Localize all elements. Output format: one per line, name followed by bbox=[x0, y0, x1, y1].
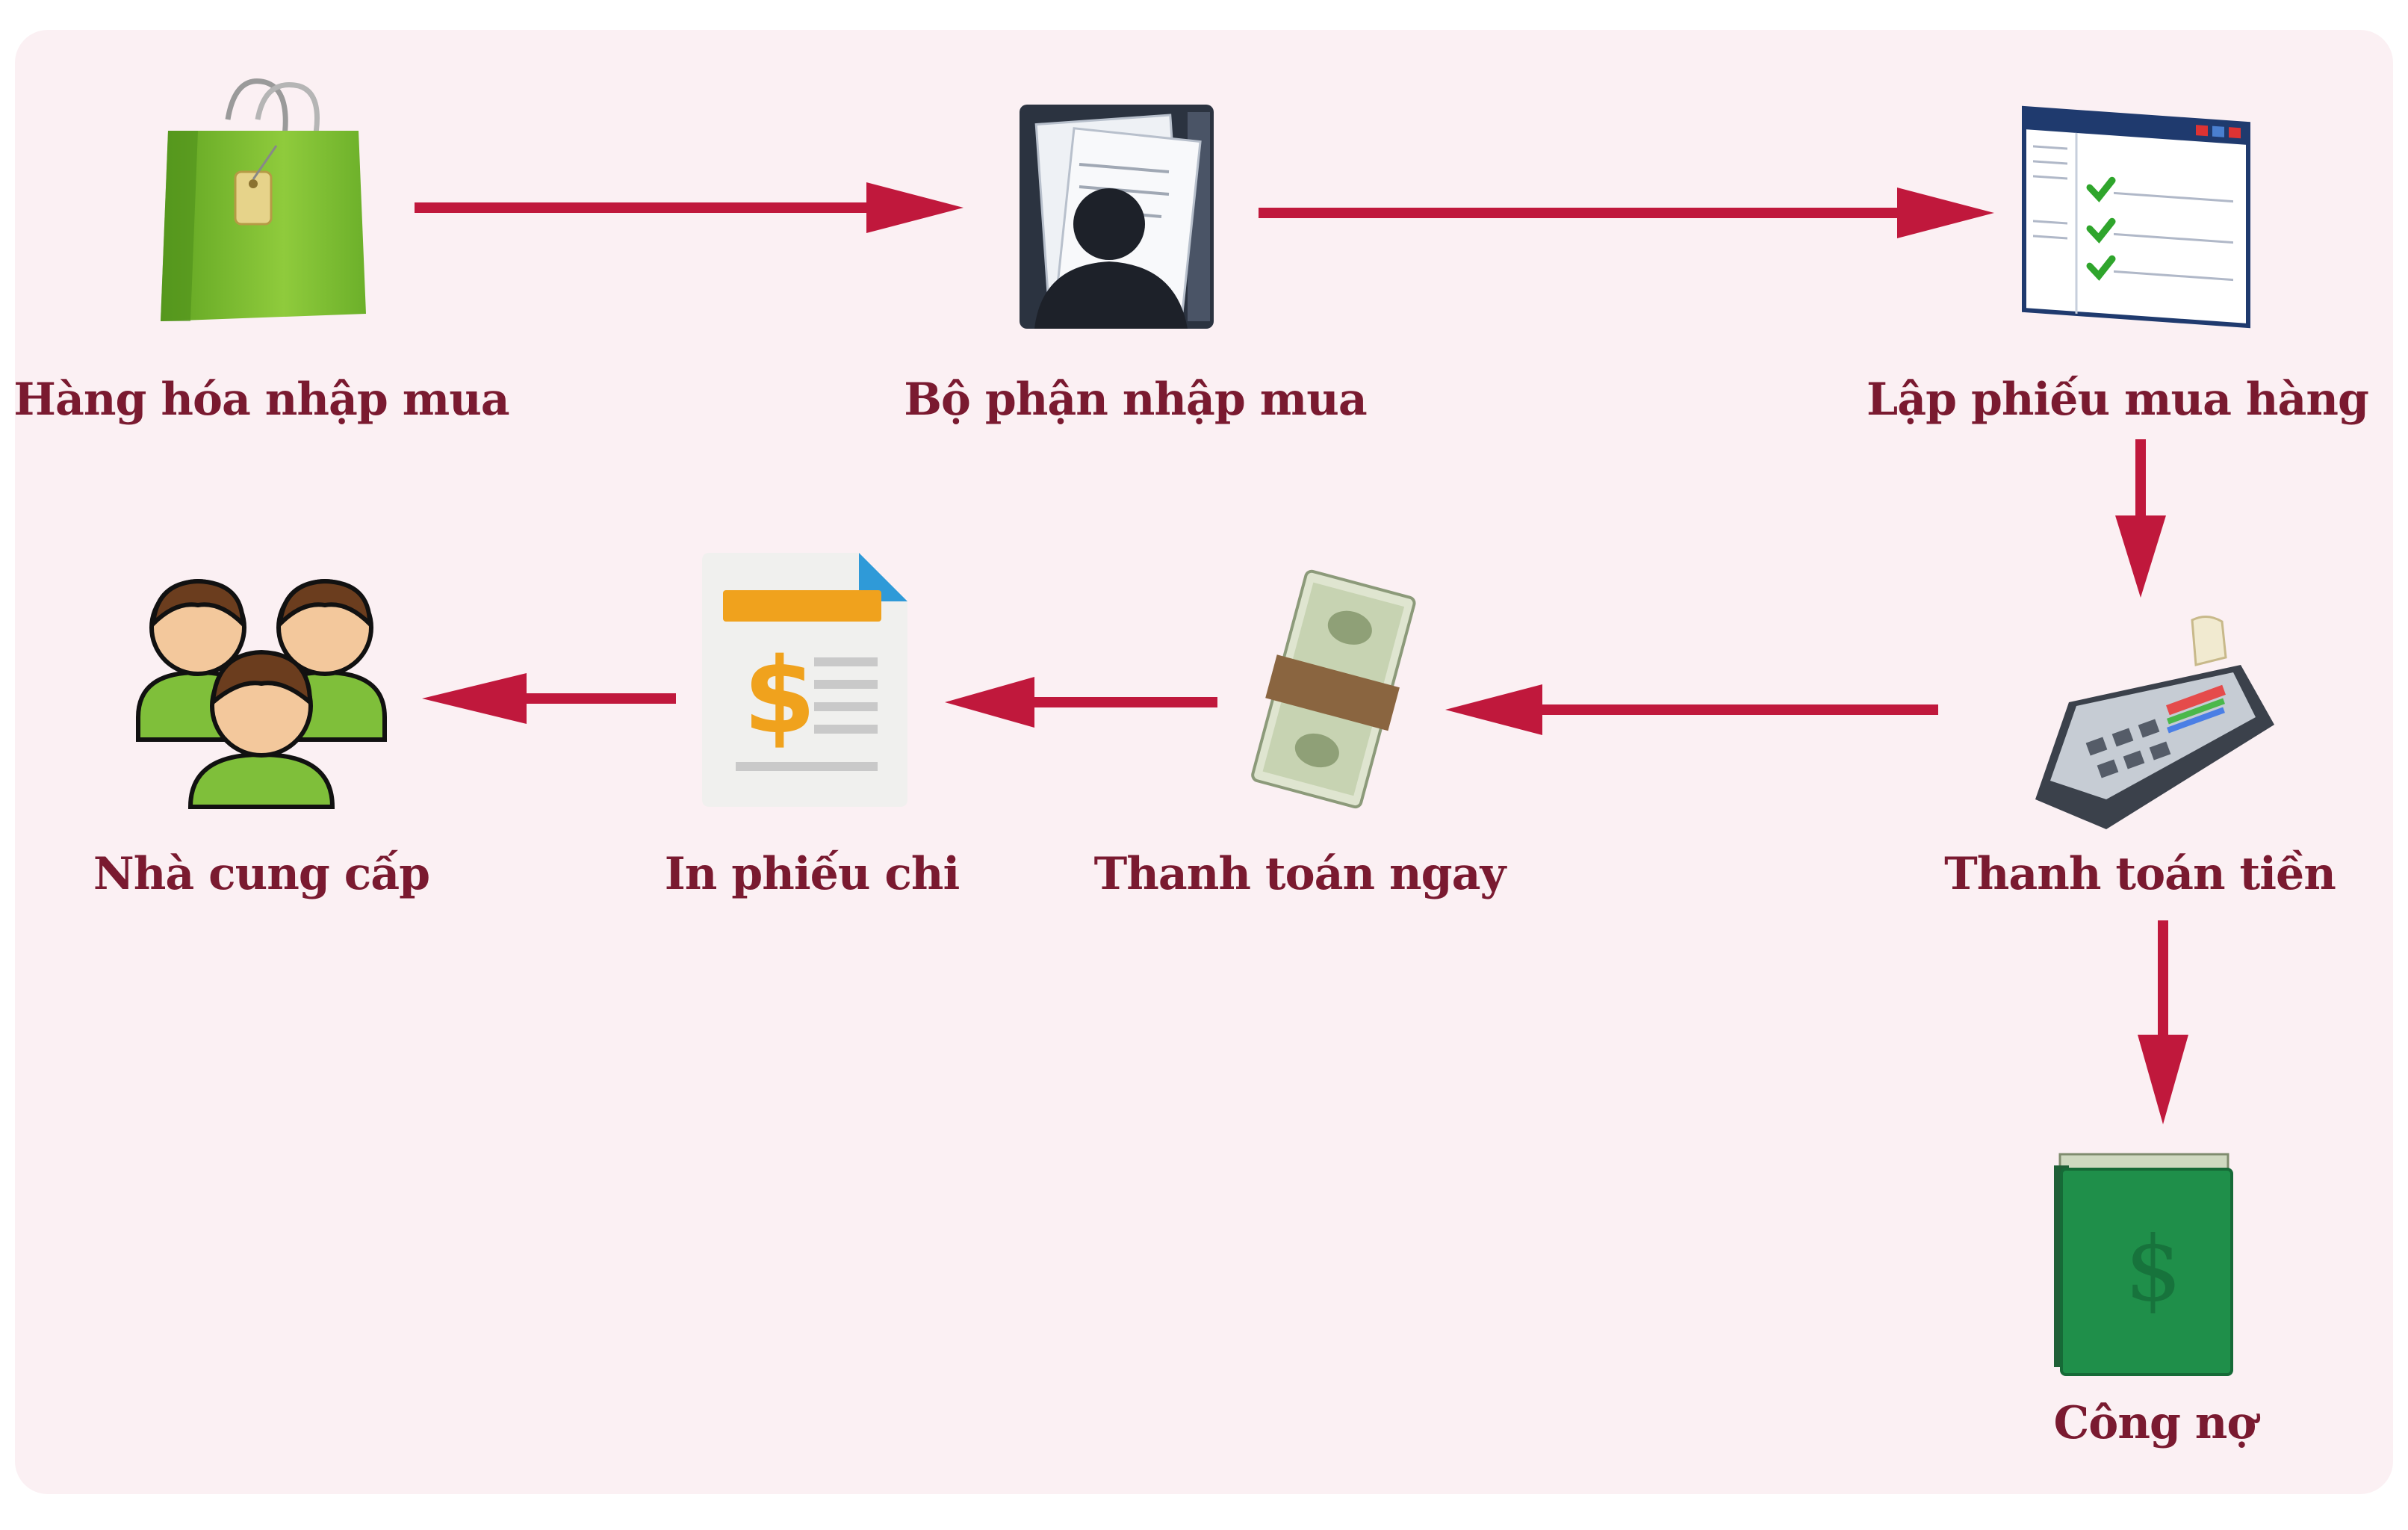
shopping-bag-icon bbox=[161, 78, 366, 321]
svg-text:$: $ bbox=[743, 636, 816, 758]
node-label: Thanh toán tiền bbox=[1944, 848, 2336, 900]
arrow-goods-to-department bbox=[415, 182, 963, 233]
dollar-document-icon: $ bbox=[702, 553, 907, 807]
node-label: Nhà cung cấp bbox=[93, 848, 430, 900]
arrow-order-to-payment bbox=[2115, 439, 2166, 598]
checklist-window-icon bbox=[2022, 105, 2250, 329]
money-folder-icon: $ bbox=[2054, 1153, 2233, 1376]
node-label: Hàng hóa nhập mua bbox=[13, 374, 509, 426]
node-label: Thanh toán ngay bbox=[1093, 848, 1506, 900]
arrow-payment-to-immediate bbox=[1445, 684, 1938, 735]
money-stack-icon bbox=[1251, 569, 1416, 809]
node-label: In phiếu chi bbox=[664, 848, 961, 900]
node-label: Bộ phận nhập mua bbox=[904, 374, 1368, 426]
arrow-department-to-order bbox=[1259, 188, 1994, 238]
people-group-icon bbox=[136, 578, 387, 809]
node-label: Công nợ bbox=[2053, 1397, 2257, 1449]
card-terminal-icon bbox=[2035, 616, 2274, 829]
document-folder-person-icon bbox=[1020, 105, 1214, 329]
arrow-payment-to-debt bbox=[2138, 920, 2188, 1124]
arrow-immediate-to-voucher bbox=[945, 677, 1217, 728]
node-label: Lập phiếu mua hàng bbox=[1866, 374, 2369, 426]
arrow-voucher-to-supplier bbox=[422, 673, 676, 724]
svg-text:$: $ bbox=[2125, 1218, 2182, 1322]
